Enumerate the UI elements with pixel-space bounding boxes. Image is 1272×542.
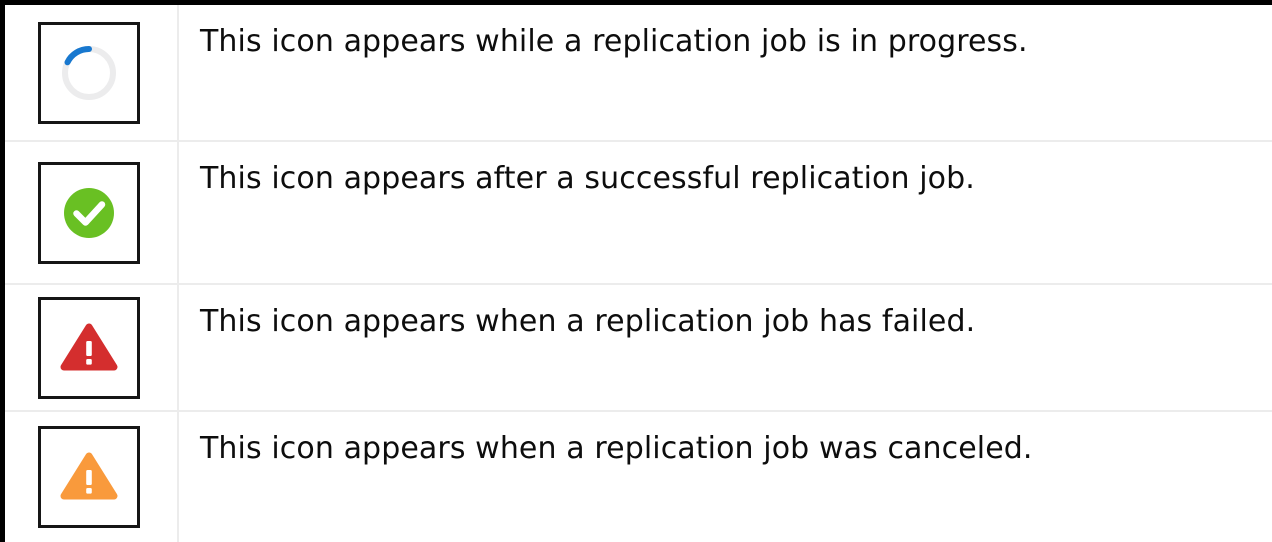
description-cell: This icon appears when a replication job… (179, 285, 1272, 410)
table-row: This icon appears when a replication job… (5, 412, 1272, 542)
description-cell: This icon appears while a replication jo… (179, 5, 1272, 140)
description-text: This icon appears while a replication jo… (200, 24, 1028, 59)
icon-box (38, 21, 140, 124)
icon-box (38, 296, 140, 399)
table-row: This icon appears when a replication job… (5, 285, 1272, 412)
description-text: This icon appears after a successful rep… (200, 161, 975, 196)
success-check-circle-icon (64, 187, 114, 238)
icon-box (38, 426, 140, 528)
canceled-warning-triangle-icon (60, 452, 118, 500)
icon-box (38, 161, 140, 264)
error-warning-triangle-icon (60, 323, 118, 370)
icon-cell (5, 412, 179, 542)
description-cell: This icon appears when a replication job… (179, 412, 1272, 542)
description-text: This icon appears when a replication job… (200, 304, 976, 339)
icon-cell (5, 142, 179, 283)
icon-cell (5, 285, 179, 410)
table-row: This icon appears while a replication jo… (5, 5, 1272, 142)
description-text: This icon appears when a replication job… (200, 431, 1033, 466)
description-cell: This icon appears after a successful rep… (179, 142, 1272, 283)
spinner-in-progress-icon (62, 45, 116, 100)
table-row: This icon appears after a successful rep… (5, 142, 1272, 285)
icon-cell (5, 5, 179, 140)
